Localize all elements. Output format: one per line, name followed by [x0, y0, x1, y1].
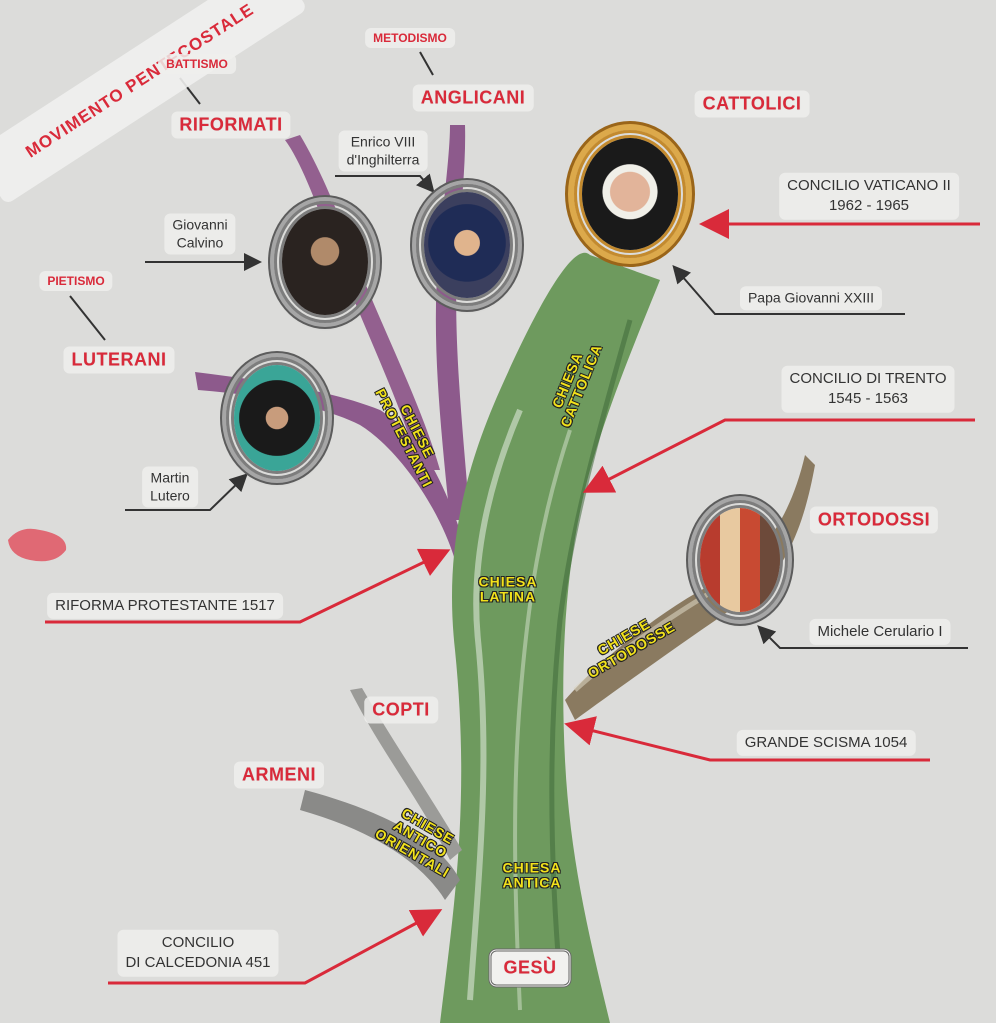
- pietismo-label: PIETISMO: [39, 271, 113, 291]
- ancient-church-label: CHIESA ANTICA: [502, 859, 562, 891]
- anglicani-label: ANGLICANI: [412, 84, 534, 112]
- metodismo-label: METODISMO: [365, 28, 455, 48]
- latin-church-label: CHIESA LATINA: [478, 573, 538, 605]
- riforma-label: RIFORMA PROTESTANTE 1517: [47, 592, 283, 620]
- battismo-label: BATTISMO: [158, 54, 236, 74]
- trunk-texture-1: [467, 408, 523, 1001]
- arrow-scisma: [564, 716, 930, 762]
- gesu-root-label: GESÙ: [488, 948, 572, 988]
- oriental-branch-copti: [350, 688, 462, 860]
- cerulario-label: Michele Cerulario I: [809, 618, 951, 646]
- scisma-label: GRANDE SCISMA 1054: [736, 729, 916, 757]
- papa-label: Papa Giovanni XXIII: [739, 286, 883, 310]
- leader-papa: [672, 264, 905, 315]
- lutero-portrait: [226, 357, 328, 479]
- trento-label: CONCILIO DI TRENTO 1545 - 1563: [781, 365, 955, 413]
- main-trunk: [440, 252, 660, 1023]
- calcedonia-label: CONCILIO DI CALCEDONIA 451: [117, 929, 279, 977]
- leader-pietismo: [69, 295, 106, 341]
- arrow-trento: [582, 418, 975, 493]
- protestant-branch: [195, 372, 470, 560]
- arrow-calcedonia: [108, 909, 443, 985]
- red-smudge: [8, 528, 67, 562]
- lutero-label: Martin Lutero: [142, 466, 198, 508]
- orthodox-branch: [565, 455, 815, 720]
- riformati-label: RIFORMATI: [171, 111, 291, 139]
- calvino-portrait: [274, 201, 376, 323]
- leader-lutero: [125, 473, 248, 511]
- calvino-label: Giovanni Calvino: [164, 213, 236, 255]
- arrow-riforma: [45, 548, 451, 624]
- trunk-texture-2: [549, 319, 633, 981]
- vaticano-label: CONCILIO VATICANO II 1962 - 1965: [779, 172, 959, 220]
- armeni-label: ARMENI: [234, 761, 324, 789]
- cattolici-label: CATTOLICI: [694, 90, 810, 118]
- leader-metodismo: [419, 51, 434, 76]
- enrico-label: Enrico VIII d'Inghilterra: [338, 130, 428, 172]
- trunk-texture-3: [513, 429, 572, 1011]
- leader-cerulario: [757, 625, 968, 649]
- oriental-branch: [300, 790, 460, 900]
- papa-portrait: [574, 130, 686, 258]
- cerulario-portrait: [692, 500, 788, 620]
- enrico-portrait: [416, 184, 518, 306]
- copti-label: COPTI: [364, 696, 438, 724]
- leader-enrico: [335, 173, 435, 194]
- luterani-label: LUTERANI: [63, 346, 175, 374]
- ortodossi-label: ORTODOSSI: [809, 506, 939, 534]
